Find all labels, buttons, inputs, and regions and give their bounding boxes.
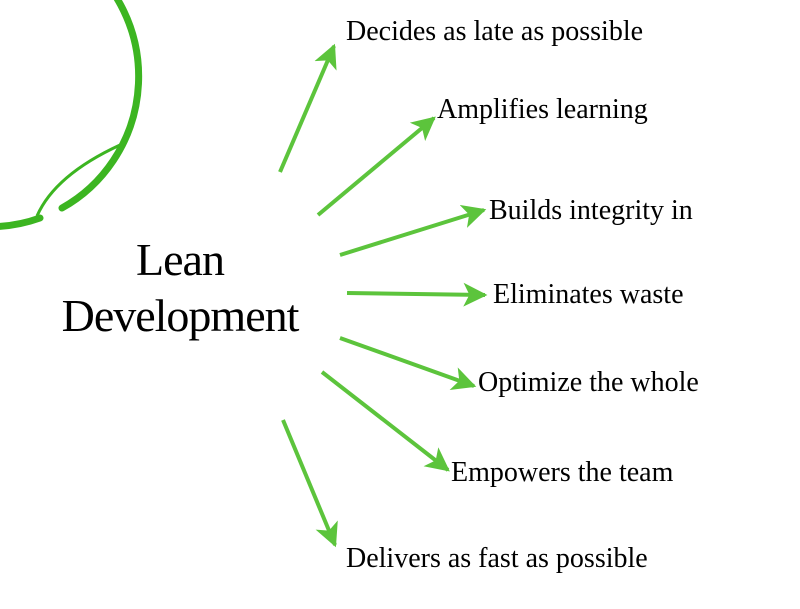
arrow-1 (278, 43, 337, 173)
center-title: Lean Development (30, 232, 330, 344)
item-label-3: Builds integrity in (489, 195, 693, 226)
center-title-line-2: Development (61, 290, 300, 341)
item-label-5: Optimize the whole (478, 367, 699, 398)
arrow-2 (316, 116, 436, 217)
item-label-6: Empowers the team (451, 457, 674, 488)
item-label-2: Amplifies learning (437, 94, 648, 125)
item-label-1: Decides as late as possible (346, 16, 644, 47)
arrow-5 (339, 336, 477, 391)
arrow-6 (320, 370, 450, 472)
arrow-7 (281, 419, 338, 548)
item-label-4: Eliminates waste (493, 279, 684, 310)
center-title-line-1: Lean (136, 234, 225, 285)
circle-tail (35, 143, 121, 217)
arrow-3 (339, 204, 487, 257)
center-circle (0, 0, 143, 230)
arrow-4 (346, 282, 488, 307)
item-label-7: Delivers as fast as possible (346, 543, 648, 574)
